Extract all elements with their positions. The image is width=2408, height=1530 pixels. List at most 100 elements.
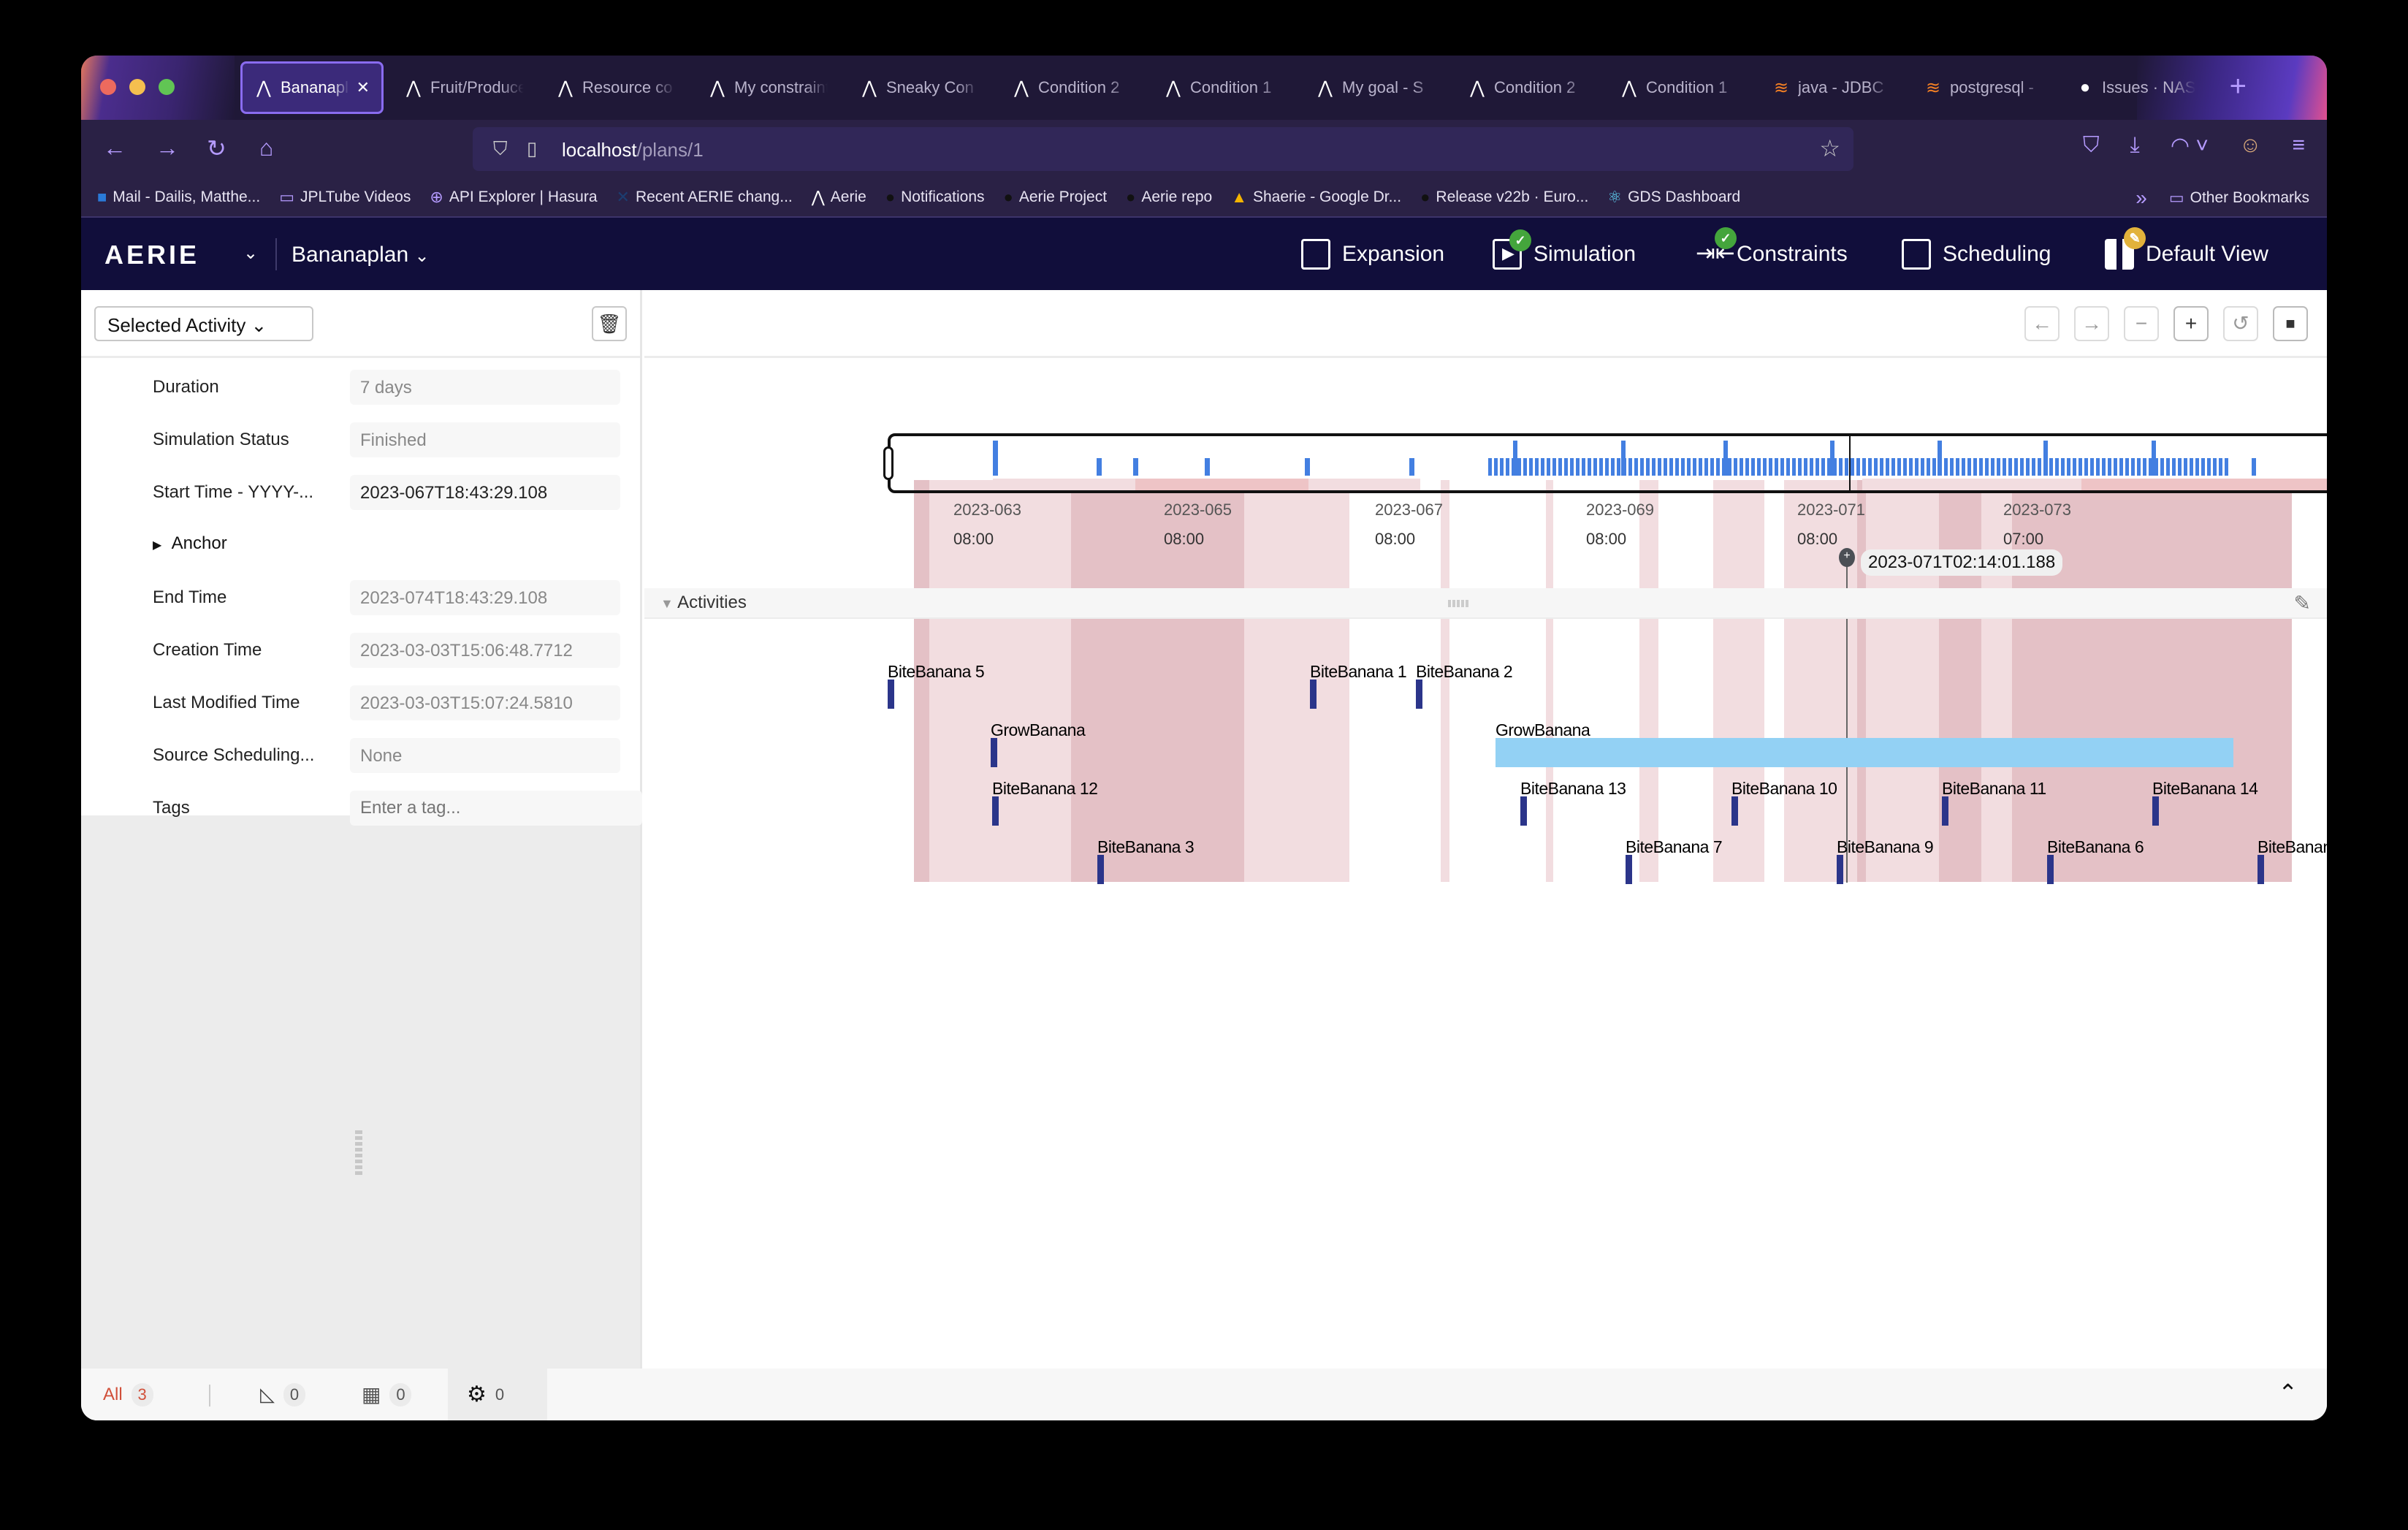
nav-simulation[interactable]: ✓▶ Simulation (1493, 218, 1636, 290)
shield-icon[interactable]: ⛉ (493, 137, 508, 159)
zoom-in-button[interactable]: + (2173, 306, 2209, 341)
tab-scheduling-errors[interactable]: ▦ 0 (362, 1369, 412, 1420)
reload-button[interactable]: ↻ (207, 135, 226, 161)
tab-sneaky-con[interactable]: ⋀Sneaky Con (848, 61, 994, 114)
aerie-logo[interactable]: AERIE (104, 240, 200, 270)
tab-resource[interactable]: ⋀Resource co (544, 61, 690, 114)
bookmark-aerie-project[interactable]: ●Aerie Project (1003, 188, 1108, 206)
tab-my-constraint[interactable]: ⋀My constraint (696, 61, 842, 114)
github-icon: ● (1003, 188, 1013, 206)
bookmark-mail[interactable]: ■Mail - Dailis, Matthe... (97, 188, 261, 206)
activity-growbanana-selected[interactable] (1496, 738, 2233, 767)
browser-window: ⋀ Bananaplan ✕ ⋀Fruit/Produce ⋀Resource … (81, 56, 2327, 1420)
tab-simulation-errors[interactable]: ⚙ 0 (448, 1369, 547, 1420)
edit-row-icon[interactable]: ✎ (2293, 592, 2311, 614)
activity-bitebanana-3[interactable] (1097, 855, 1104, 884)
zoom-out-button[interactable]: − (2124, 306, 2159, 341)
start-time-input[interactable]: 2023-067T18:43:29.108 (350, 475, 620, 510)
home-button[interactable]: ⌂ (259, 134, 274, 161)
bookmark-aerie[interactable]: ⋀Aerie (811, 188, 866, 206)
bookmark-shaerie[interactable]: ▲Shaerie - Google Dr... (1231, 188, 1402, 206)
activity-bitebanana-7[interactable] (1626, 855, 1632, 884)
minimize-window-button[interactable] (129, 79, 145, 95)
expand-console-icon[interactable]: ⌃ (2278, 1379, 2298, 1406)
maximize-window-button[interactable] (159, 79, 175, 95)
pan-left-button[interactable]: ← (2024, 306, 2060, 341)
url-bar[interactable]: ⛉ ▯ localhost/plans/1 ☆ (473, 127, 1853, 171)
tab-condition-2b[interactable]: ⋀Condition 2 (1456, 61, 1602, 114)
tab-all-errors[interactable]: All 3 (103, 1369, 153, 1420)
timeline[interactable]: 2023-063 08:00 2023-065 08:00 2023-067 0… (644, 358, 2327, 1420)
activity-bitebanana-1[interactable] (1310, 680, 1317, 709)
timeline-minimap[interactable] (883, 433, 2327, 493)
nav-expansion[interactable]: Expansion (1301, 218, 1444, 290)
bookmark-aerie-changes[interactable]: ✕Recent AERIE chang... (616, 188, 793, 206)
add-marker-icon[interactable]: + (1839, 548, 1855, 567)
outlook-icon: ■ (97, 188, 107, 206)
panel-selector[interactable]: Selected Activity ⌄ (94, 306, 313, 341)
new-tab-button[interactable]: + (2229, 70, 2247, 102)
close-window-button[interactable] (100, 79, 116, 95)
collapse-caret-icon[interactable]: ▼ (660, 596, 674, 611)
tab-constraint-errors[interactable]: ◺ 0 (260, 1369, 305, 1420)
bookmarks-overflow-icon[interactable]: » (2135, 186, 2147, 209)
activity-bitebanana-8[interactable] (2258, 855, 2264, 884)
nav-constraints[interactable]: ⇥⇤✓ Constraints (1696, 218, 1848, 290)
bookmark-gds[interactable]: ⚛GDS Dashboard (1607, 188, 1741, 206)
bookmark-star-icon[interactable]: ☆ (1819, 135, 1840, 161)
tab-bananaplan[interactable]: ⋀ Bananaplan ✕ (240, 61, 384, 114)
bookmark-hasura[interactable]: ⊕API Explorer | Hasura (430, 188, 598, 206)
bookmark-notifications[interactable]: ●Notifications (885, 188, 985, 206)
activity-bitebanana-9[interactable] (1837, 855, 1843, 884)
pan-right-button[interactable]: → (2074, 306, 2109, 341)
activity-bitebanana-14[interactable] (2152, 796, 2159, 826)
activity-bitebanana-5[interactable] (888, 680, 894, 709)
activity-bitebanana-6[interactable] (2047, 855, 2054, 884)
vertical-resize-handle[interactable] (355, 1130, 362, 1176)
download-icon[interactable]: ⤓ (2130, 133, 2140, 157)
tab-java-jdbc[interactable]: ≋java - JDBC (1760, 61, 1906, 114)
tab-my-goal[interactable]: ⋀My goal - S (1304, 61, 1450, 114)
bookmark-aerie-repo[interactable]: ●Aerie repo (1126, 188, 1213, 206)
plan-menu[interactable]: Bananaplan ⌄ (292, 243, 430, 267)
tab-issues[interactable]: ●Issues · NAS (2064, 61, 2210, 114)
reset-zoom-button[interactable]: ↺ (2223, 306, 2258, 341)
activity-bitebanana-10[interactable] (1731, 796, 1738, 826)
delete-activity-button[interactable]: 🗑 (592, 306, 627, 341)
activity-bitebanana-11[interactable] (1942, 796, 1948, 826)
tab-postgresql[interactable]: ≋postgresql - (1912, 61, 2058, 114)
activity-growbanana-1[interactable] (991, 738, 997, 767)
tab-condition-1[interactable]: ⋀Condition 1 (1152, 61, 1298, 114)
time-cursor[interactable] (1846, 554, 1848, 883)
profile-avatar[interactable]: ☺ (2239, 133, 2262, 157)
activity-bitebanana-13[interactable] (1520, 796, 1527, 826)
tab-condition-1b[interactable]: ⋀Condition 1 (1608, 61, 1754, 114)
bookmark-release[interactable]: ●Release v22b · Euro... (1420, 188, 1589, 206)
bookmark-jpltube[interactable]: ▭JPLTube Videos (279, 188, 411, 206)
aerie-icon: ⋀ (1014, 77, 1029, 98)
activity-bitebanana-2[interactable] (1416, 680, 1422, 709)
aerie-icon: ⋀ (256, 77, 271, 98)
back-button[interactable]: ← (103, 134, 126, 161)
other-bookmarks[interactable]: ▭Other Bookmarks (2168, 189, 2309, 207)
tab-fruit-produce[interactable]: ⋀Fruit/Produce (392, 61, 538, 114)
nav-default-view[interactable]: ✎ Default View (2105, 218, 2268, 290)
activities-row-header[interactable]: ▼ Activities ✎ (644, 588, 2327, 619)
anchor-toggle[interactable]: ▶ Anchor (153, 533, 227, 553)
nav-scheduling[interactable]: Scheduling (1902, 218, 2051, 290)
menu-icon[interactable]: ≡ (2292, 133, 2305, 157)
row-resize-handle[interactable] (1448, 600, 1470, 607)
url-text[interactable]: localhost/plans/1 (562, 139, 704, 161)
forward-button[interactable]: → (156, 134, 179, 161)
chevron-down-icon[interactable]: ⌄ (243, 243, 259, 263)
trash-icon: 🗑 (597, 313, 622, 335)
minimap-left-handle[interactable] (883, 446, 894, 480)
close-tab-icon[interactable]: ✕ (356, 78, 370, 96)
pocket-icon[interactable]: ⛉ (2083, 133, 2100, 157)
extension-icon[interactable]: ◠ ˅ (2170, 134, 2209, 158)
tab-condition-2[interactable]: ⋀Condition 2 (1000, 61, 1146, 114)
lock-button[interactable]: ■ (2273, 306, 2308, 341)
activity-bitebanana-12[interactable] (992, 796, 999, 826)
tags-input[interactable] (350, 791, 642, 826)
